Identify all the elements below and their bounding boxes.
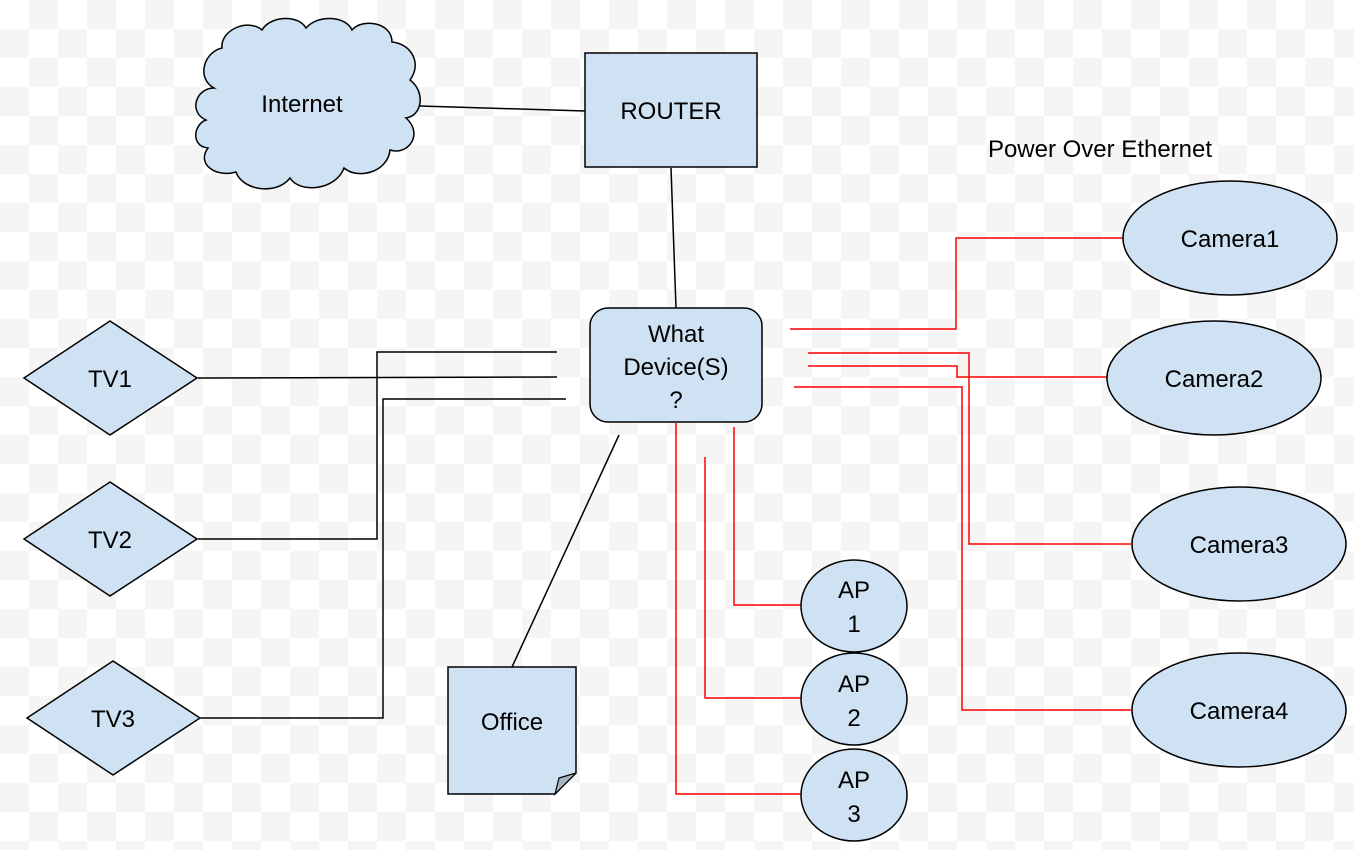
camera1-node[interactable]: Camera1 [1122, 180, 1338, 296]
link-device-ap1[interactable] [733, 427, 801, 606]
link-device-camera2[interactable] [808, 365, 1107, 378]
ap3-node[interactable]: AP 3 [800, 748, 908, 842]
ap2-node[interactable]: AP 2 [800, 652, 908, 746]
tv1-diamond [22, 320, 199, 436]
camera4-ellipse [1131, 652, 1347, 768]
internet-label: Internet [261, 91, 343, 118]
device-label-line2: Device(S) [623, 354, 728, 381]
ap2-ellipse [800, 652, 908, 746]
link-device-tv2[interactable] [198, 351, 557, 540]
camera3-label: Camera3 [1190, 532, 1289, 559]
link-device-ap2[interactable] [704, 457, 801, 699]
link-internet-router[interactable] [419, 105, 586, 112]
device-label-line3: ? [669, 387, 682, 414]
link-device-office[interactable] [511, 434, 620, 668]
office-label: Office [481, 709, 543, 736]
ap1-ellipse [800, 559, 908, 653]
tv1-node[interactable]: TV1 [22, 320, 199, 436]
link-device-ap3[interactable] [675, 423, 801, 795]
unknown-device-node[interactable]: What Device(S) ? [589, 307, 763, 423]
tv3-diamond [25, 660, 202, 776]
ap1-label-line2: 1 [847, 611, 860, 638]
camera2-ellipse [1106, 320, 1322, 436]
office-node[interactable]: Office [447, 666, 577, 796]
ap3-ellipse [800, 748, 908, 842]
page-fold-icon [553, 772, 577, 796]
ap2-label-line1: AP [838, 671, 870, 698]
ap3-label-line2: 3 [847, 801, 860, 828]
poe-annotation: Power Over Ethernet [988, 136, 1212, 163]
camera2-label: Camera2 [1165, 366, 1264, 393]
tv2-node[interactable]: TV2 [22, 481, 199, 597]
tv2-label: TV2 [88, 527, 132, 554]
camera3-ellipse [1131, 486, 1347, 602]
device-label-line1: What [648, 321, 704, 348]
tv3-node[interactable]: TV3 [25, 660, 202, 776]
camera4-node[interactable]: Camera4 [1131, 652, 1347, 768]
link-device-camera4[interactable] [794, 386, 1131, 711]
ap2-label-line2: 2 [847, 705, 860, 732]
device-box [589, 307, 763, 423]
router-box [584, 52, 758, 168]
camera3-node[interactable]: Camera3 [1131, 486, 1347, 602]
ap1-node[interactable]: AP 1 [800, 559, 908, 653]
ap1-label-line1: AP [838, 577, 870, 604]
camera4-label: Camera4 [1190, 698, 1289, 725]
camera1-ellipse [1122, 180, 1338, 296]
router-node[interactable]: ROUTER [584, 52, 758, 168]
camera2-node[interactable]: Camera2 [1106, 320, 1322, 436]
ap3-label-line1: AP [838, 767, 870, 794]
link-device-camera3[interactable] [808, 352, 1131, 545]
tv3-label: TV3 [91, 706, 135, 733]
link-router-device[interactable] [670, 167, 677, 309]
camera1-label: Camera1 [1181, 226, 1280, 253]
tv1-label: TV1 [88, 366, 132, 393]
poe-links [675, 237, 1131, 795]
link-device-camera1[interactable] [790, 237, 1123, 330]
cloud-icon [195, 17, 421, 190]
internet-node[interactable]: Internet [195, 17, 421, 190]
ethernet-links [197, 105, 677, 719]
router-label: ROUTER [620, 98, 721, 125]
tv2-diamond [22, 481, 199, 597]
link-device-tv3[interactable] [200, 398, 566, 719]
